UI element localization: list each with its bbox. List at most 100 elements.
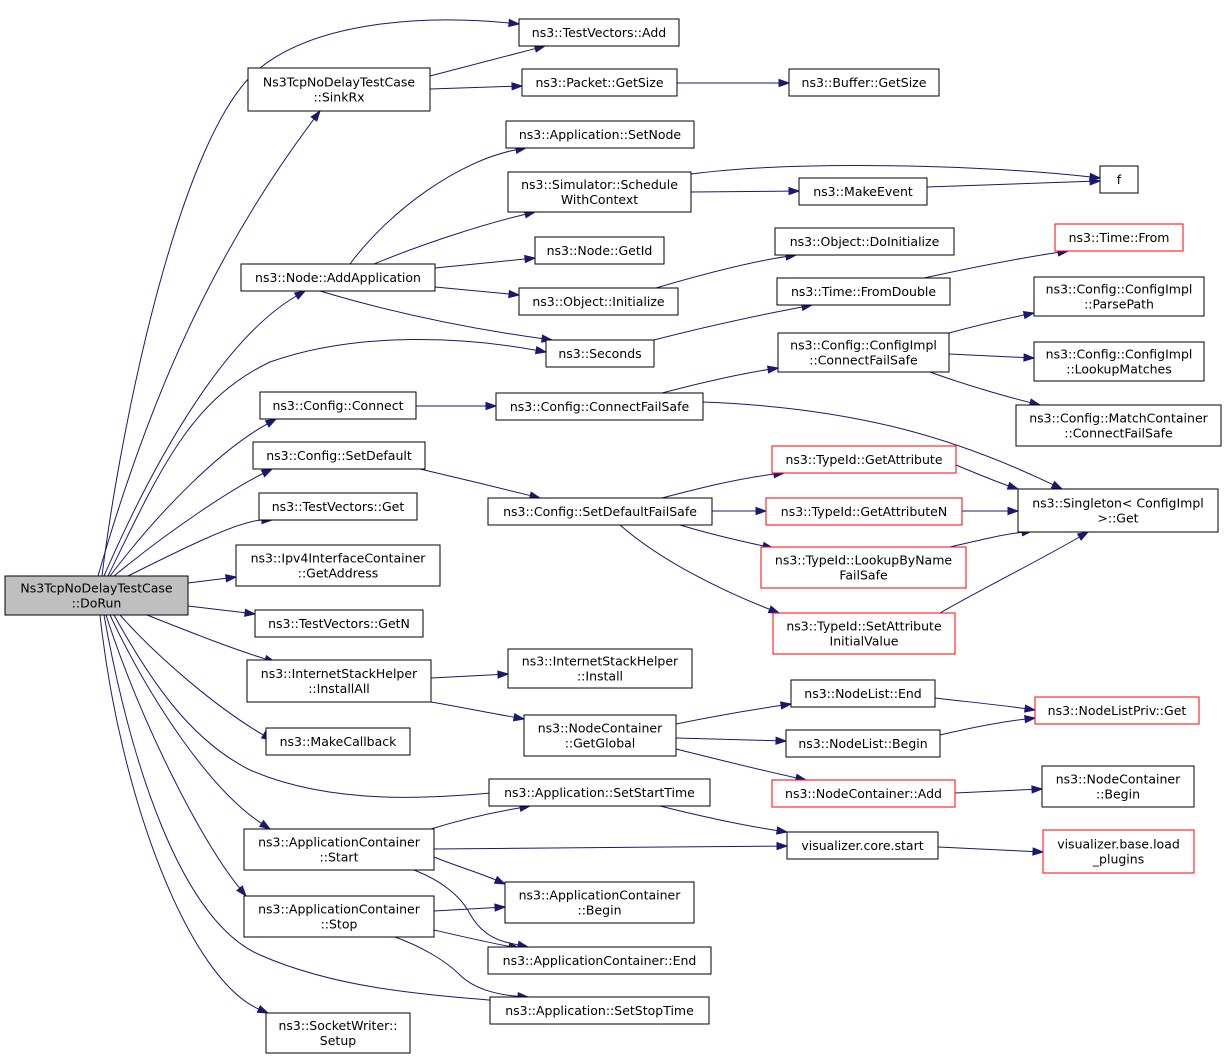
- node-seconds[interactable]: ns3::Seconds: [545, 339, 655, 368]
- node-match-container[interactable]: ns3::Config::MatchContainer::ConnectFail…: [1015, 404, 1222, 447]
- node-label-line: ns3::TestVectors::Add: [532, 25, 666, 40]
- node-obj-do-init[interactable]: ns3::Object::DoInitialize: [774, 227, 955, 256]
- node-nl-priv-get[interactable]: ns3::NodeListPriv::Get: [1034, 696, 1200, 725]
- node-label-line: ns3::ApplicationContainer: [519, 888, 682, 903]
- node-make-event[interactable]: ns3::MakeEvent: [798, 177, 928, 206]
- arrowhead-icon: [778, 78, 791, 88]
- node-label-line: ns3::Buffer::GetSize: [802, 75, 927, 90]
- node-ipv4-get-addr[interactable]: ns3::Ipv4InterfaceContainer::GetAddress: [235, 544, 441, 587]
- node-label-line: ns3::Node::AddApplication: [255, 270, 421, 285]
- node-viz-start[interactable]: visualizer.core.start: [786, 831, 939, 860]
- node-box: [772, 612, 956, 655]
- node-ac-begin[interactable]: ns3::ApplicationContainer::Begin: [504, 881, 695, 924]
- node-cfg-connect[interactable]: ns3::Config::Connect: [259, 391, 417, 420]
- node-nc-get-global[interactable]: ns3::NodeContainer::GetGlobal: [523, 714, 677, 757]
- node-ish-install[interactable]: ns3::InternetStackHelper::Install: [507, 648, 693, 689]
- node-label-line: Ns3TcpNoDelayTestCase: [263, 75, 415, 90]
- node-label-line: ns3::Node::GetId: [547, 243, 653, 258]
- edge-packetGetSize-to-bufferGetSize: [677, 78, 791, 88]
- node-f[interactable]: f: [1099, 165, 1139, 194]
- edge-vizStart-to-vizLoad: [937, 846, 1045, 856]
- node-get-attr-n[interactable]: ns3::TypeId::GetAttributeN: [765, 497, 963, 526]
- node-packet-get-size[interactable]: ns3::Packet::GetSize: [521, 68, 678, 97]
- edge-cfgConnectFS-to-cfgImplConnect: [661, 365, 780, 394]
- arrowhead-icon: [260, 468, 274, 478]
- node-viz-load[interactable]: visualizer.base.load_plugins: [1042, 829, 1195, 874]
- node-box: [235, 544, 441, 587]
- edge-line: [429, 85, 514, 90]
- node-box: [243, 828, 435, 871]
- node-app-set-start[interactable]: ns3::Application::SetStartTime: [488, 778, 711, 807]
- node-singleton-get[interactable]: ns3::Singleton< ConfigImpl>::Get: [1017, 488, 1219, 533]
- node-app-set-stop[interactable]: ns3::Application::SetStopTime: [489, 996, 710, 1025]
- node-box: [521, 68, 678, 97]
- node-box: [1033, 341, 1205, 382]
- node-node-list-begin[interactable]: ns3::NodeList::Begin: [785, 729, 941, 758]
- node-label-line: ns3::Config::ConfigImpl: [1046, 282, 1193, 297]
- node-tv-add[interactable]: ns3::TestVectors::Add: [518, 18, 680, 47]
- edge-line: [107, 339, 538, 577]
- node-nc-begin[interactable]: ns3::NodeContainer::Begin: [1041, 765, 1195, 808]
- edge-acStart-to-acBegin: [433, 856, 507, 885]
- node-box: [488, 778, 711, 807]
- node-time-from-double[interactable]: ns3::Time::FromDouble: [776, 277, 951, 306]
- edge-line: [430, 807, 522, 830]
- node-label-line: _plugins: [1092, 852, 1144, 867]
- node-box: [505, 120, 695, 149]
- node-sink-rx[interactable]: Ns3TcpNoDelayTestCase::SinkRx: [247, 67, 431, 112]
- edge-getAttrN-to-singletonGet: [962, 506, 1020, 516]
- edge-nodeAddApp-to-appSetNode: [349, 145, 528, 265]
- node-cfg-connect-f-s[interactable]: ns3::Config::ConnectFailSafe: [495, 392, 704, 421]
- node-tv-get[interactable]: ns3::TestVectors::Get: [258, 492, 418, 521]
- edge-nodeListBegin-to-nlPrivGet: [939, 715, 1037, 736]
- arrowhead-icon: [485, 401, 498, 411]
- node-label-line: ns3::Application::SetStopTime: [505, 1003, 694, 1018]
- node-lookup-matches[interactable]: ns3::Config::ConfigImpl::LookupMatches: [1033, 341, 1205, 382]
- node-nc-add[interactable]: ns3::NodeContainer::Add: [771, 779, 956, 808]
- node-obj-init[interactable]: ns3::Object::Initialize: [518, 287, 679, 316]
- edge-line: [679, 524, 765, 547]
- node-label-line: ns3::NodeContainer: [1056, 772, 1181, 787]
- node-box: [504, 881, 695, 924]
- edge-line: [690, 165, 1092, 178]
- node-ac-end[interactable]: ns3::ApplicationContainer::End: [487, 946, 712, 975]
- node-label-line: ns3::Object::DoInitialize: [790, 234, 940, 249]
- node-cfg-impl-connect[interactable]: ns3::Config::ConfigImpl::ConnectFailSafe: [777, 332, 950, 373]
- edge-line: [655, 255, 788, 289]
- edge-doRun-to-tvGetN: [187, 605, 257, 617]
- node-label-line: ::Begin: [577, 903, 621, 918]
- arrowhead-icon: [511, 82, 524, 91]
- node-node-get-id[interactable]: ns3::Node::GetId: [534, 236, 665, 265]
- node-box: [247, 67, 431, 112]
- node-tv-get-n[interactable]: ns3::TestVectors::GetN: [254, 609, 424, 638]
- node-cfg-set-default[interactable]: ns3::Config::SetDefault: [252, 441, 426, 470]
- node-do-run[interactable]: Ns3TcpNoDelayTestCase::DoRun: [4, 575, 189, 616]
- node-app-set-node[interactable]: ns3::Application::SetNode: [505, 120, 695, 149]
- node-buffer-get-size[interactable]: ns3::Buffer::GetSize: [788, 68, 940, 97]
- node-node-list-end[interactable]: ns3::NodeList::End: [790, 679, 936, 708]
- node-node-add-app[interactable]: ns3::Node::AddApplication: [240, 263, 436, 292]
- edge-cfgSetDefaultFS-to-lookupByName: [679, 524, 775, 550]
- node-label-line: ns3::ApplicationContainer: [258, 835, 421, 850]
- node-ac-start[interactable]: ns3::ApplicationContainer::Start: [243, 828, 435, 871]
- node-time-from[interactable]: ns3::Time::From: [1054, 223, 1184, 252]
- node-ish-install-all[interactable]: ns3::InternetStackHelper::InstallAll: [246, 659, 432, 703]
- edge-appSetStart-to-vizStart: [659, 805, 789, 835]
- node-parse-path[interactable]: ns3::Config::ConfigImpl::ParsePath: [1033, 276, 1205, 317]
- arrowhead-icon: [775, 826, 789, 835]
- edge-acStart-to-appSetStart: [430, 803, 532, 830]
- node-label-line: ns3::NodeList::End: [804, 686, 921, 701]
- node-box: [254, 609, 424, 638]
- node-make-callback[interactable]: ns3::MakeCallback: [265, 727, 411, 756]
- node-ac-stop[interactable]: ns3::ApplicationContainer::Stop: [243, 895, 435, 938]
- node-cfg-set-default-f-s[interactable]: ns3::Config::SetDefaultFailSafe: [487, 497, 713, 526]
- edge-ishInstallAll-to-ishInstall: [430, 670, 510, 679]
- node-box: [265, 727, 411, 756]
- node-get-attr[interactable]: ns3::TypeId::GetAttribute: [771, 445, 957, 474]
- node-sock-writer-setup[interactable]: ns3::SocketWriter::Setup: [265, 1012, 411, 1054]
- edge-acStart-to-vizStart: [433, 841, 789, 851]
- node-label-line: ns3::InternetStackHelper: [522, 654, 679, 669]
